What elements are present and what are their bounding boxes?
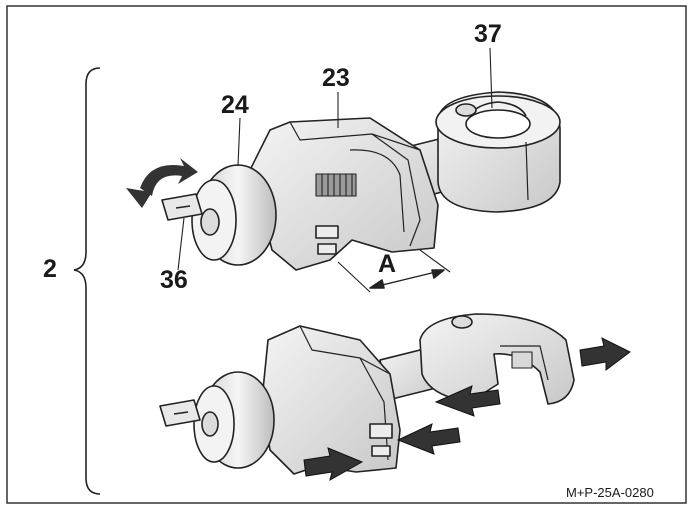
dimension-label-a: A [378,250,397,278]
group-brace [73,67,101,495]
figure-code: M+P-25A-0280 [566,485,654,500]
callout-37: 37 [474,20,502,48]
arrow-left-body [396,423,461,455]
figure-frame [6,5,687,504]
callout-24: 24 [221,91,249,119]
upper-assembly [126,47,561,293]
arrow-left-clamp [434,385,501,417]
arrow-right-upper [579,337,631,371]
lower-assembly [159,313,575,475]
rotation-arrow [140,158,198,196]
arrow-right-lower [303,447,364,482]
motion-arrows [303,337,631,482]
callout-2: 2 [43,255,57,283]
callout-23: 23 [322,64,350,92]
callout-36: 36 [160,266,188,294]
